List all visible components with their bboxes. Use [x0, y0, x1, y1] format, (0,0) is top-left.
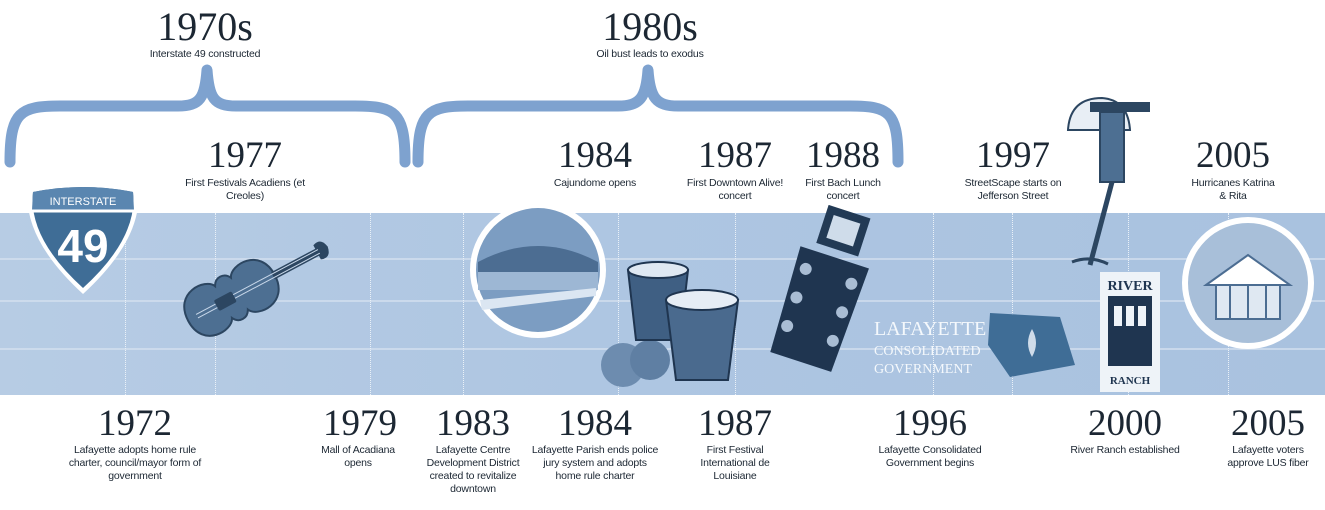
interstate-shield-icon: INTERSTATE 49: [27, 182, 139, 294]
event-1972-caption: Lafayette adopts home rule charter, coun…: [68, 444, 202, 482]
event-1983-year: 1983: [436, 403, 510, 444]
event-1987-top-caption: First Downtown Alive! concert: [686, 177, 784, 202]
event-1997-year: 1997: [976, 135, 1050, 176]
violin-image: [183, 241, 329, 337]
event-1987-top-year: 1987: [698, 135, 772, 176]
decade-1980s-caption: Oil bust leads to exodus: [596, 48, 704, 60]
event-1979-caption: Mall of Acadiana opens: [321, 444, 395, 469]
lcg-logo: LAFAYETTE CONSOLIDATED GOVERNMENT: [874, 313, 1075, 377]
event-1984-top-year: 1984: [558, 135, 632, 176]
year-tick: [125, 213, 126, 395]
event-1988-caption: First Bach Lunch concert: [805, 177, 881, 202]
event-1988-year: 1988: [806, 135, 880, 176]
year-tick: [618, 213, 619, 395]
drums-image: [601, 261, 740, 387]
shield-number-text: 49: [57, 220, 108, 272]
event-1996-year: 1996: [893, 403, 967, 444]
decade-1970s-caption: Interstate 49 constructed: [149, 48, 261, 60]
event-1979-year: 1979: [323, 403, 397, 444]
year-tick: [933, 213, 934, 395]
bracket-1970s: [4, 64, 411, 168]
decade-1980s-title: 1980s: [602, 4, 698, 49]
event-2005-top-caption: Hurricanes Katrina & Rita: [1191, 177, 1275, 202]
event-1997-caption: StreetScape starts on Jefferson Street: [964, 177, 1062, 202]
event-1983-caption: Lafayette Centre Development District cr…: [426, 444, 520, 495]
guitar-headstock-image: [770, 205, 871, 372]
event-1984-bottom-year: 1984: [558, 403, 632, 444]
event-1987-bottom-year: 1987: [698, 403, 772, 444]
year-tick: [370, 213, 371, 395]
cajundome-image: [470, 202, 606, 338]
event-2005-bottom-caption: Lafayette voters approve LUS fiber: [1227, 444, 1309, 469]
event-1977-caption: First Festivals Acadiens (et Creoles): [185, 177, 305, 202]
shield-top-text: INTERSTATE: [50, 196, 117, 208]
event-2005-top-year: 2005: [1196, 135, 1270, 176]
river-ranch-top: RIVER: [1107, 279, 1153, 294]
event-2005-bottom-year: 2005: [1231, 403, 1305, 444]
event-1984-bottom-caption: Lafayette Parish ends police jury system…: [531, 444, 659, 482]
event-2000-caption: River Ranch established: [1070, 444, 1180, 456]
event-1987-bottom-caption: First Festival International de Louisian…: [700, 444, 770, 482]
lcg-logo-line1: LAFAYETTE: [874, 318, 986, 340]
year-tick: [463, 213, 464, 395]
year-tick: [1012, 213, 1013, 395]
jackhammer-image: [1066, 96, 1150, 266]
bracket-1980s: [412, 64, 904, 168]
decade-1970s-title: 1970s: [157, 4, 253, 49]
event-2000-year: 2000: [1088, 403, 1162, 444]
river-ranch-logo: RIVER RANCH: [1100, 272, 1160, 392]
band-stripe: [0, 258, 1325, 260]
hurricane-image: [1182, 217, 1314, 349]
event-1984-top-caption: Cajundome opens: [553, 177, 637, 189]
event-1996-caption: Lafayette Consolidated Government begins: [878, 444, 982, 469]
event-1972-year: 1972: [98, 403, 172, 444]
lcg-logo-line2: CONSOLIDATED: [874, 344, 981, 359]
event-1977-year: 1977: [208, 135, 282, 176]
lcg-logo-line3: GOVERNMENT: [874, 362, 972, 377]
decade-brackets: [4, 64, 904, 168]
river-ranch-bottom: RANCH: [1110, 375, 1151, 387]
